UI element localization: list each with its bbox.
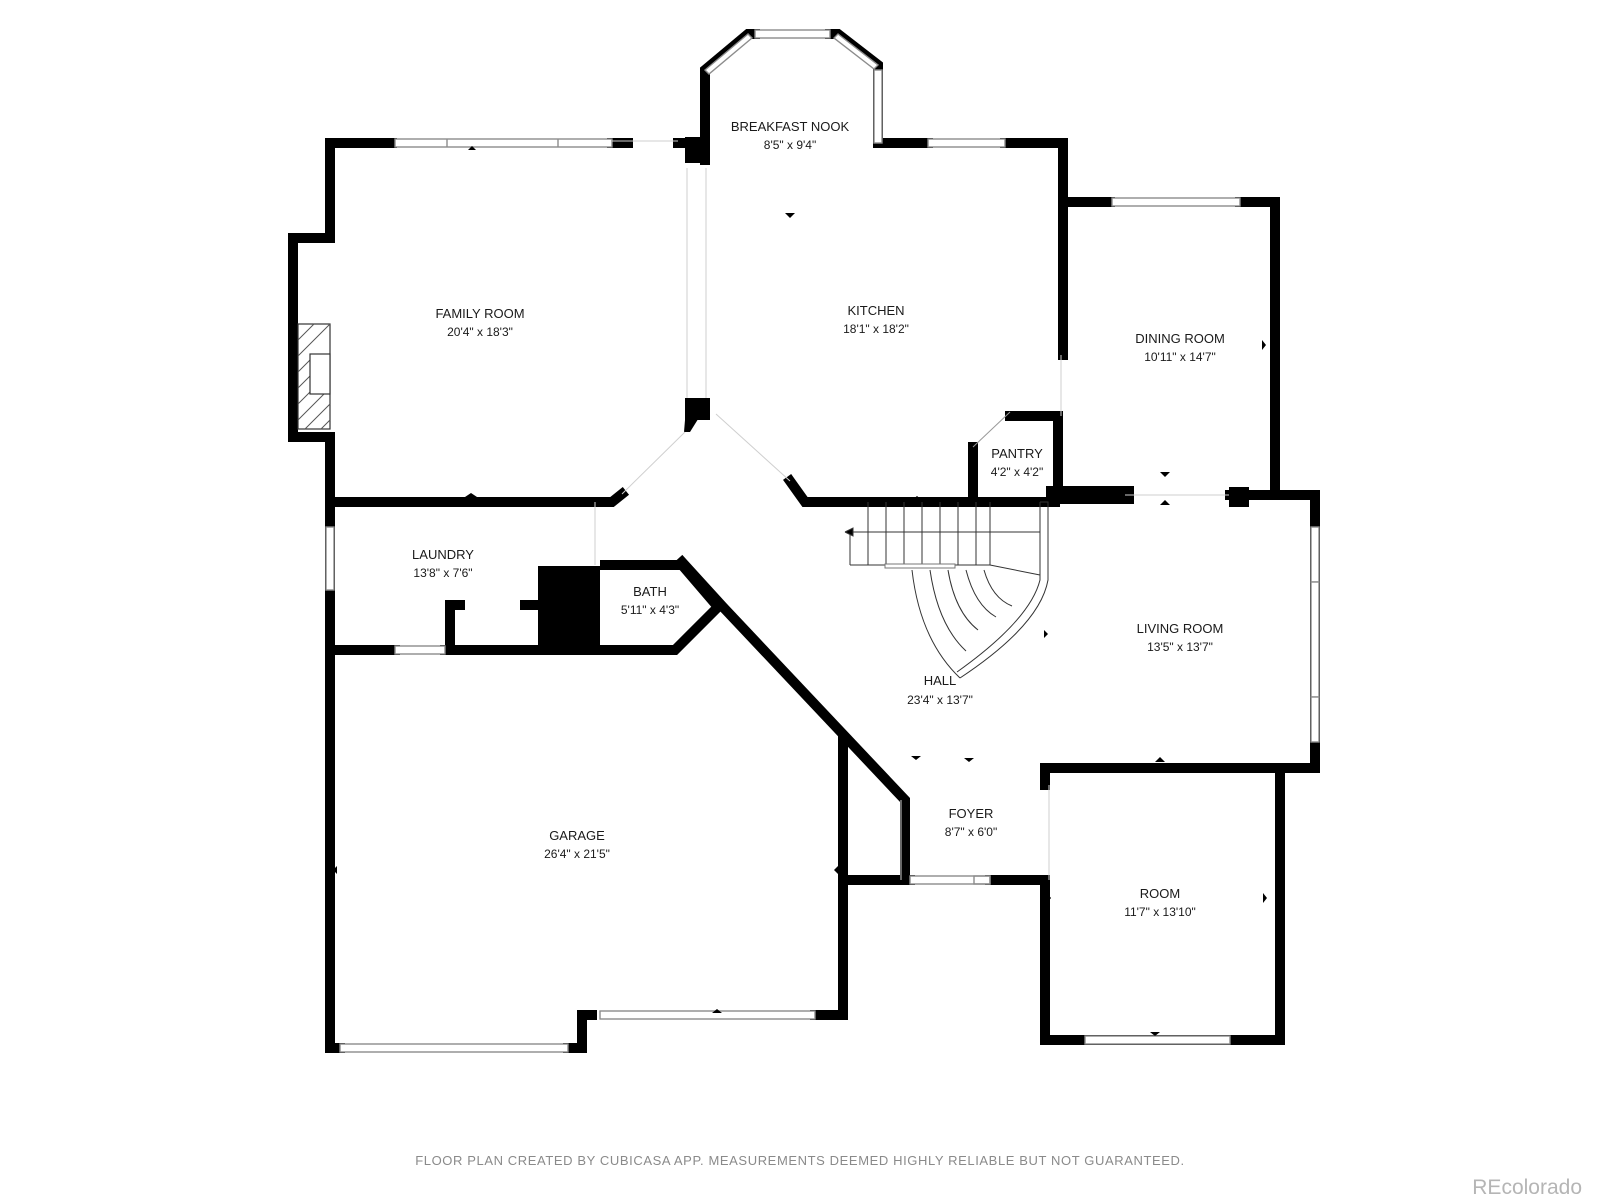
bath-dims: 5'11" x 4'3" [621, 603, 679, 617]
laundry-name: LAUNDRY [412, 547, 474, 562]
room-name: ROOM [1140, 886, 1180, 901]
room-dims: 11'7" x 13'10" [1124, 905, 1196, 919]
breakfast-nook-name: BREAKFAST NOOK [731, 119, 850, 134]
laundry-dims: 13'8" x 7'6" [413, 566, 472, 580]
breakfast-nook-dims: 8'5" x 9'4" [764, 138, 816, 152]
brand-watermark: REcolorado [1472, 1176, 1582, 1199]
pantry-dims: 4'2" x 4'2" [991, 465, 1043, 479]
dining-room-dims: 10'11" x 14'7" [1144, 350, 1216, 364]
stairs-straight [844, 502, 991, 569]
floor-plan-disclaimer: FLOOR PLAN CREATED BY CUBICASA APP. MEAS… [415, 1153, 1185, 1168]
room-labels: BREAKFAST NOOK 8'5" x 9'4" FAMILY ROOM 2… [412, 119, 1225, 919]
foyer-name: FOYER [949, 806, 994, 821]
family-room-dims: 20'4" x 18'3" [447, 325, 513, 339]
dining-room-name: DINING ROOM [1135, 331, 1225, 346]
kitchen-name: KITCHEN [847, 303, 904, 318]
pantry-name: PANTRY [991, 446, 1043, 461]
stairs-curved [911, 501, 1049, 679]
fireplace-icon [297, 323, 331, 430]
living-room-name: LIVING ROOM [1137, 621, 1224, 636]
living-room-dims: 13'5" x 13'7" [1147, 640, 1213, 654]
garage-name: GARAGE [549, 828, 605, 843]
windows [325, 29, 1320, 1053]
bath-name: BATH [633, 584, 667, 599]
openings [594, 140, 1229, 880]
hall-dims: 23'4" x 13'7" [907, 693, 973, 707]
wall-blocks [538, 137, 1249, 650]
family-room-name: FAMILY ROOM [435, 306, 524, 321]
kitchen-dims: 18'1" x 18'2" [843, 322, 909, 336]
walls [288, 29, 1320, 1053]
garage-dims: 26'4" x 21'5" [544, 847, 610, 861]
foyer-dims: 8'7" x 6'0" [945, 825, 997, 839]
hall-name: HALL [924, 673, 957, 688]
dimension-ticks [333, 146, 1267, 1036]
